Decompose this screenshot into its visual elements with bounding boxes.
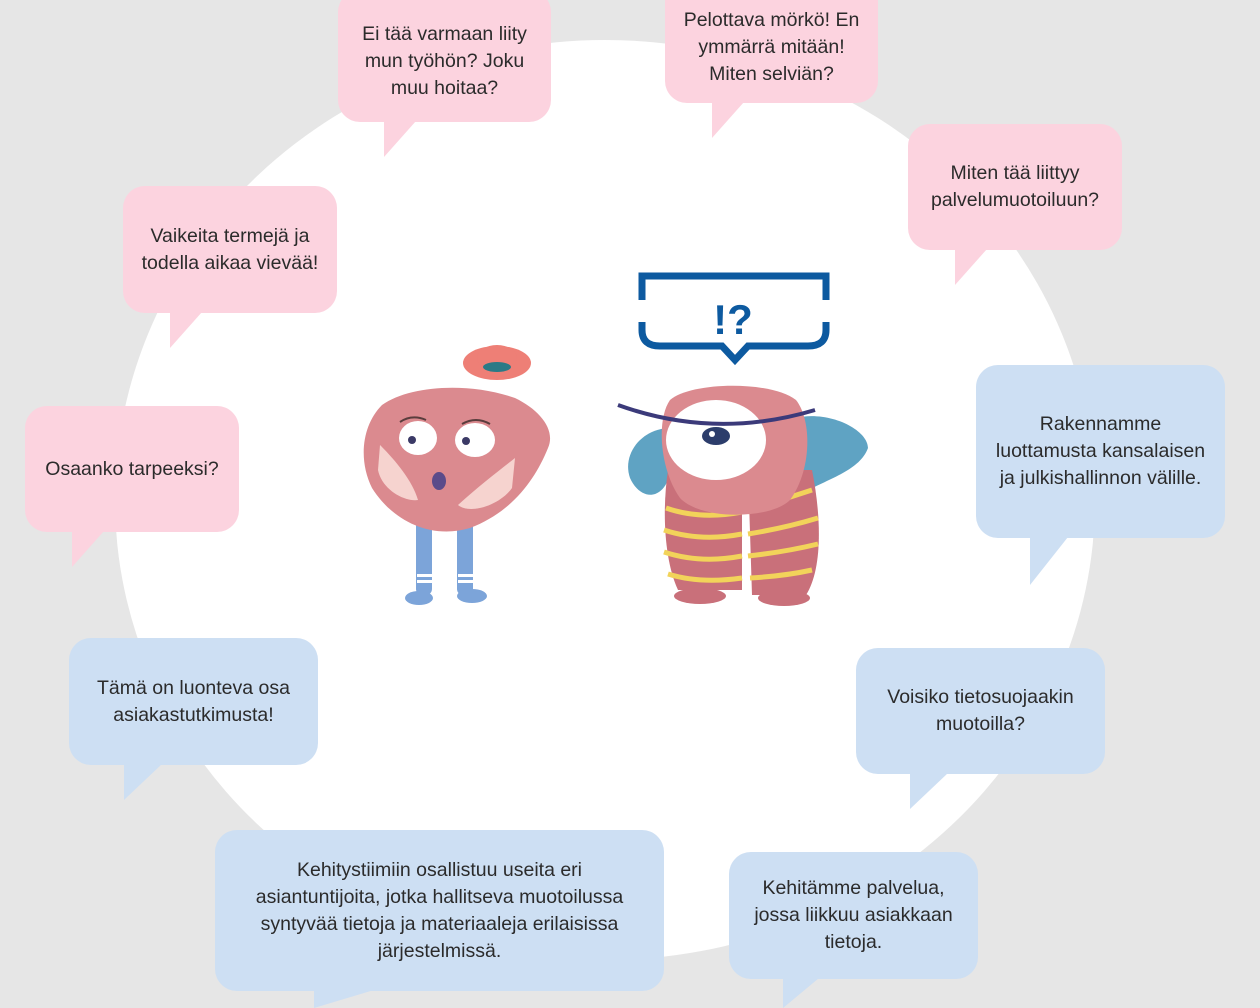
hat-icon [463, 345, 531, 380]
bubble-tail [955, 249, 987, 285]
bubble-text: Ei tää varmaan liity mun työhön? Joku mu… [362, 22, 527, 99]
speech-bubble-scary-monster: Pelottava mörkö! En ymmärrä mitään! Mite… [665, 0, 878, 103]
bubble-tail [170, 312, 202, 348]
bubble-tail [314, 990, 374, 1008]
bubble-text: Vaikeita termejä ja todella aikaa vievää… [141, 224, 319, 274]
bubble-tail [72, 531, 104, 567]
one-eyed-monster [617, 385, 868, 606]
bubble-text: Rakennamme luottamusta kansalaisen ja ju… [995, 413, 1206, 489]
bubble-text: Voisiko tietosuojaakin muotoilla? [887, 686, 1074, 735]
speech-bubble-design-privacy: Voisiko tietosuojaakin muotoilla? [856, 648, 1105, 774]
speech-bubble-not-my-job: Ei tää varmaan liity mun työhön? Joku mu… [338, 0, 551, 122]
speech-bubble-service-design: Miten tää liittyy palvelumuotoiluun? [908, 124, 1122, 250]
speech-symbol: !? [713, 296, 753, 343]
speech-bubble-customer-data: Kehitämme palvelua, jossa liikkuu asiakk… [729, 852, 978, 979]
bubble-text: Osaanko tarpeeksi? [45, 457, 219, 480]
speech-bubble-development-team: Kehitystiimiin osallistuu useita eri asi… [215, 830, 664, 991]
bubble-text: Miten tää liittyy palvelumuotoiluun? [930, 162, 1100, 211]
bubble-text: Tämä on luonteva osa asiakastutkimusta! [97, 676, 290, 726]
bubble-tail [783, 978, 819, 1008]
bubble-tail [1030, 537, 1068, 585]
exclamation-question-speech-icon: !? [636, 272, 832, 366]
worried-monster [363, 345, 551, 605]
bubble-text: Kehitystiimiin osallistuu useita eri asi… [255, 858, 624, 962]
bubble-tail [124, 764, 162, 800]
bubble-tail [712, 102, 744, 138]
bubble-tail [910, 773, 948, 809]
speech-bubble-customer-research: Tämä on luonteva osa asiakastutkimusta! [69, 638, 318, 765]
bubble-text: Pelottava mörkö! En ymmärrä mitään! Mite… [683, 9, 860, 85]
speech-bubble-building-trust: Rakennamme luottamusta kansalaisen ja ju… [976, 365, 1225, 538]
speech-bubble-am-i-skilled-enough: Osaanko tarpeeksi? [25, 406, 239, 532]
speech-bubble-difficult-terms: Vaikeita termejä ja todella aikaa vievää… [123, 186, 337, 313]
bubble-text: Kehitämme palvelua, jossa liikkuu asiakk… [754, 877, 953, 953]
bubble-tail [384, 121, 416, 157]
